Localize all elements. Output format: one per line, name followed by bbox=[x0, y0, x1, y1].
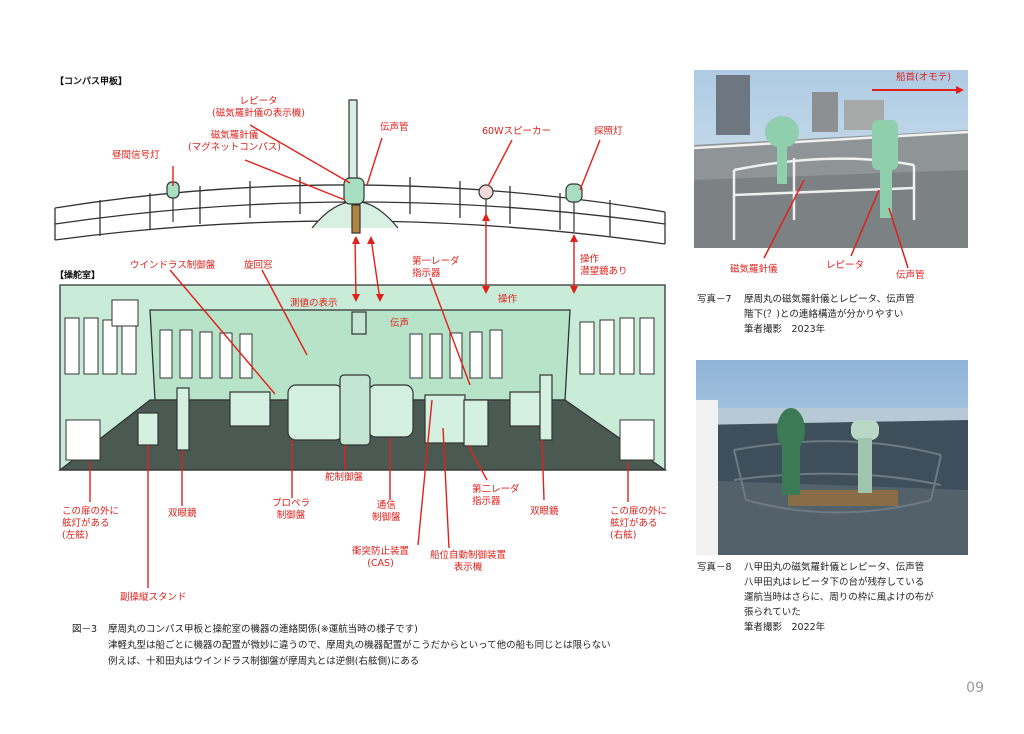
label-binoculars-right: 双眼鏡 bbox=[530, 506, 559, 517]
day-signal-lamp bbox=[166, 181, 180, 222]
wheelhouse-title: 【操舵室】 bbox=[55, 271, 101, 281]
label-door-port: この扉の外に 舷灯がある (左舷) bbox=[62, 506, 120, 541]
label-speaking-tube-top: 伝声管 bbox=[380, 122, 409, 133]
label-autopilot: 船位自動制御装置 表示機 bbox=[430, 550, 507, 573]
photo8-caption-line-2: 八甲田丸はレピータ下の台が残存している bbox=[744, 577, 925, 588]
label-magnetic-compass: 磁気羅針儀 (マグネットコンパス) bbox=[188, 130, 281, 153]
label-day-signal: 昼間信号灯 bbox=[112, 150, 160, 161]
label-comms-panel: 通信 制御盤 bbox=[372, 500, 401, 523]
photo8-number: 写真－8 bbox=[697, 562, 732, 573]
label-cas: 衝突防止装置 (CAS) bbox=[352, 546, 410, 569]
photo7-number: 写真－7 bbox=[697, 294, 732, 305]
photo7-bow-label: 船首(オモテ) bbox=[896, 72, 951, 83]
label-binoculars-left: 双眼鏡 bbox=[168, 508, 197, 519]
photo8-caption-line-5: 筆者撮影 2022年 bbox=[744, 622, 826, 633]
photo7-repeater-label: レピータ bbox=[826, 260, 865, 271]
label-speaking-tube-wheelhouse: 伝声 bbox=[390, 318, 410, 329]
label-propeller-panel: プロペラ 制御盤 bbox=[272, 498, 311, 521]
photo8-caption-line-1: 八甲田丸の磁気羅針儀とレピータ、伝声管 bbox=[744, 562, 925, 573]
searchlight bbox=[565, 183, 583, 232]
photo7-magnetic-label: 磁気羅針儀 bbox=[730, 264, 778, 275]
label-sub-steering-stand: 副操縦スタンド bbox=[120, 592, 187, 603]
label-radar-2: 第二レーダ 指示器 bbox=[472, 484, 520, 507]
label-reading-display: 測値の表示 bbox=[290, 298, 338, 309]
photo8-caption-line-4: 張られていた bbox=[744, 607, 801, 618]
speaker bbox=[478, 184, 494, 214]
photo7-pointer-lines bbox=[763, 180, 909, 269]
photo7-caption-line-1: 摩周丸の磁気羅針儀とレピータ、伝声管 bbox=[744, 294, 915, 305]
label-speaker: 60Wスピーカー bbox=[482, 126, 551, 137]
connection-lines bbox=[89, 124, 629, 588]
photo7-caption-line-3: 筆者撮影 2023年 bbox=[744, 324, 826, 335]
figure-caption-line-1: 摩周丸のコンパス甲板と操舵室の機器の連絡関係(※運航当時の様子です) bbox=[108, 624, 418, 635]
page-number: 09 bbox=[966, 680, 984, 696]
wheelhouse-furniture bbox=[137, 311, 553, 451]
label-repeater: レピータ (磁気羅針儀の表示機) bbox=[212, 96, 305, 119]
compass-binnacle bbox=[311, 99, 399, 234]
photo-7: 船首(オモテ) bbox=[694, 70, 968, 248]
photo-8 bbox=[696, 360, 968, 555]
label-door-starboard: この扉の外に 舷灯がある (右舷) bbox=[610, 506, 668, 541]
photo7-caption-line-2: 階下(？)との連絡構造が分かりやすい bbox=[744, 309, 904, 320]
label-operation: 操作 bbox=[498, 294, 518, 305]
wheelhouse-windows bbox=[64, 299, 655, 461]
figure-caption-line-2: 津軽丸型は船ごとに機器の配置が微妙に違うので、摩周丸の機器配置がこうだからといっ… bbox=[108, 640, 611, 651]
label-steering-panel: 舵制御盤 bbox=[325, 472, 364, 483]
label-operation-periscope: 操作 潜望鏡あり bbox=[580, 254, 628, 277]
label-radar-1: 第一レーダ 指示器 bbox=[412, 256, 460, 279]
label-clear-view-screen: 旋回窓 bbox=[244, 260, 273, 271]
label-searchlight: 探照灯 bbox=[594, 126, 623, 137]
figure-caption-line-3: 例えば、十和田丸はウインドラス制御盤が摩周丸とは逆側(右舷側)にある bbox=[108, 656, 420, 667]
photo8-caption-line-3: 運航当時はさらに、周りの枠に風よけの布が bbox=[744, 592, 934, 603]
compass-deck-title: 【コンパス甲板】 bbox=[55, 77, 128, 87]
photo7-speaking-tube-label: 伝声管 bbox=[896, 270, 925, 281]
arrow-heads bbox=[352, 213, 578, 302]
figure-number: 図－3 bbox=[72, 624, 98, 635]
label-windlass: ウインドラス制御盤 bbox=[130, 260, 216, 271]
